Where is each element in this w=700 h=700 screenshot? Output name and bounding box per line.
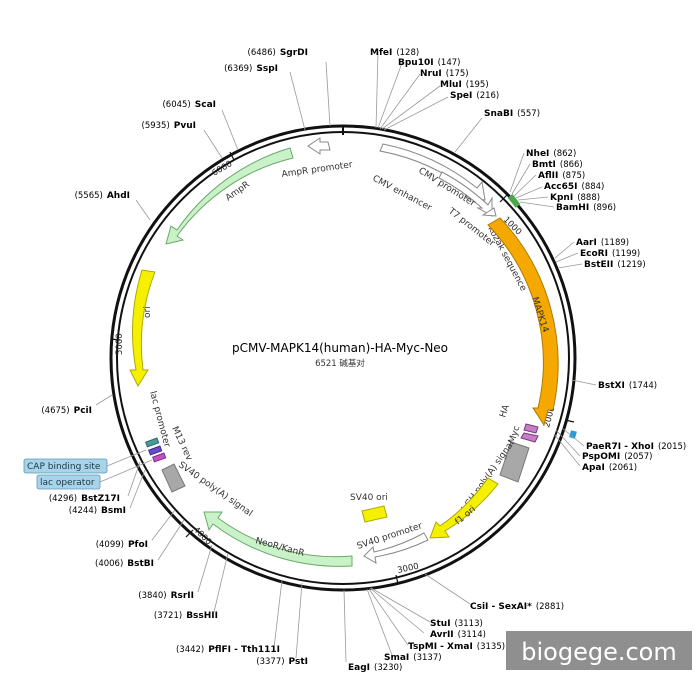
- site-bstbi: (4006)BstBI: [95, 559, 154, 569]
- feature-ori: [129, 269, 156, 388]
- feature-t7-promoter: [481, 207, 497, 217]
- site-apai: ApaI(2061): [582, 463, 637, 473]
- tick-4000: [185, 529, 194, 538]
- label-ha: HA: [498, 403, 512, 419]
- feature-myc: [520, 432, 539, 443]
- site-aari: AarI(1189): [576, 238, 629, 248]
- label-m13-rev: M13 rev: [169, 425, 194, 463]
- tick-6000: [229, 151, 235, 161]
- feature-cmv-promoter: [438, 171, 493, 217]
- site-tspmi: TspMI - XmaI(3135): [408, 642, 505, 652]
- site-smai: SmaI(3137): [384, 653, 442, 663]
- feature-lac-op-box: [152, 452, 167, 463]
- feature-m13-rev-a: [145, 437, 160, 448]
- site-leaders: [95, 51, 597, 663]
- site-paer7i: PaeR7I - XhoI(2015): [586, 442, 686, 452]
- site-nrui: NruI(175): [420, 69, 469, 79]
- cap-leader: [106, 449, 147, 467]
- site-psti: (3377)PstI: [256, 657, 308, 667]
- site-kpni: KpnI(888): [550, 193, 600, 203]
- lac-op-leader: [99, 459, 153, 483]
- site-pfoi: (4099)PfoI: [96, 540, 148, 550]
- site-bamhi: BamHI(896): [556, 203, 616, 213]
- site-pflfi: (3442)PflFI - Tth111I: [176, 645, 280, 655]
- site-bmti: BmtI(866): [532, 160, 583, 170]
- feature-sv40-ori: [361, 505, 388, 523]
- site-bsmi: (4244)BsmI: [69, 506, 126, 516]
- site-mfei: MfeI(128): [370, 48, 419, 58]
- site-sgrdi: (6486)SgrDI: [248, 48, 308, 58]
- plasmid-title: pCMV-MAPK14(human)-HA-Myc-Neo: [232, 341, 448, 355]
- site-pspomi: PspOMI(2057): [582, 452, 652, 462]
- feature-sv40-polya: [161, 463, 186, 493]
- site-acc65i: Acc65I(884): [544, 182, 604, 192]
- site-bsshii: (3721)BssHII: [154, 611, 218, 621]
- label-ori: ori: [143, 306, 153, 318]
- site-rsrii: (3840)RsrII: [138, 591, 194, 601]
- site-scai: (6045)ScaI: [162, 100, 216, 110]
- feature-mapk14: [487, 217, 559, 427]
- site-bstz17i: (4296)BstZ17I: [49, 494, 120, 504]
- tick-5000: [110, 338, 121, 341]
- ring-segment-blue: [569, 430, 577, 439]
- feature-neo: [203, 511, 353, 567]
- label-ampr-promoter: AmpR promoter: [281, 160, 354, 180]
- label-cmv-enhancer: CMV enhancer: [371, 174, 434, 214]
- lac-operator-label: lac operator: [40, 478, 95, 488]
- site-bstxi: BstXI(1744): [598, 381, 657, 391]
- site-aflii: AflII(875): [538, 171, 585, 181]
- tick-1000: [499, 194, 508, 203]
- feature-ha: [523, 423, 539, 434]
- feature-ampr: [165, 147, 294, 245]
- label-sv40-polya: SV40 poly(A) signal: [176, 460, 254, 519]
- site-nhei: NheI(862): [526, 149, 576, 159]
- site-ahdi: (5565)AhdI: [75, 191, 130, 201]
- feature-sv40-promoter: [363, 532, 429, 564]
- tick-label-5000: 5000: [115, 333, 125, 355]
- cap-binding-site-label: CAP binding site: [27, 462, 101, 472]
- site-avrii: AvrII(3114): [430, 630, 486, 640]
- backbone-outer: [109, 124, 577, 592]
- site-eagi: EagI(3230): [348, 663, 402, 673]
- site-bpu10i: Bpu10I(147): [398, 58, 460, 68]
- tick-3000: [395, 574, 399, 585]
- feature-m13-rev-b: [148, 445, 163, 456]
- site-bsteii: BstEII(1219): [584, 260, 646, 270]
- watermark-text: biogege.com: [521, 638, 676, 666]
- site-mlui: MluI(195): [440, 80, 489, 90]
- site-snabi: SnaBI(557): [484, 109, 540, 119]
- feature-bgh-polya: [499, 441, 530, 483]
- site-pcii: (4675)PciI: [41, 406, 92, 416]
- site-sspi: (6369)SspI: [224, 64, 278, 74]
- ring-segment-green: [507, 194, 521, 208]
- site-csii: CsiI - SexAI*(2881): [470, 602, 564, 612]
- plasmid-size: 6521 碱基对: [315, 358, 365, 369]
- feature-f1-ori: [429, 477, 499, 539]
- site-stui: StuI(3113): [430, 619, 483, 629]
- site-pvui: (5935)PvuI: [142, 121, 196, 131]
- label-sv40-ori: SV40 ori: [350, 493, 388, 503]
- tick-2000: [564, 419, 575, 423]
- tick-label-3000: 3000: [397, 562, 420, 576]
- watermark-background: [506, 631, 692, 670]
- site-ecori: EcoRI(1199): [580, 249, 640, 259]
- backbone-inner: [116, 131, 570, 585]
- feature-ampr-promoter: [307, 137, 331, 155]
- tick-label-6000: 6000: [211, 159, 235, 178]
- site-spei: SpeI(216): [450, 91, 499, 101]
